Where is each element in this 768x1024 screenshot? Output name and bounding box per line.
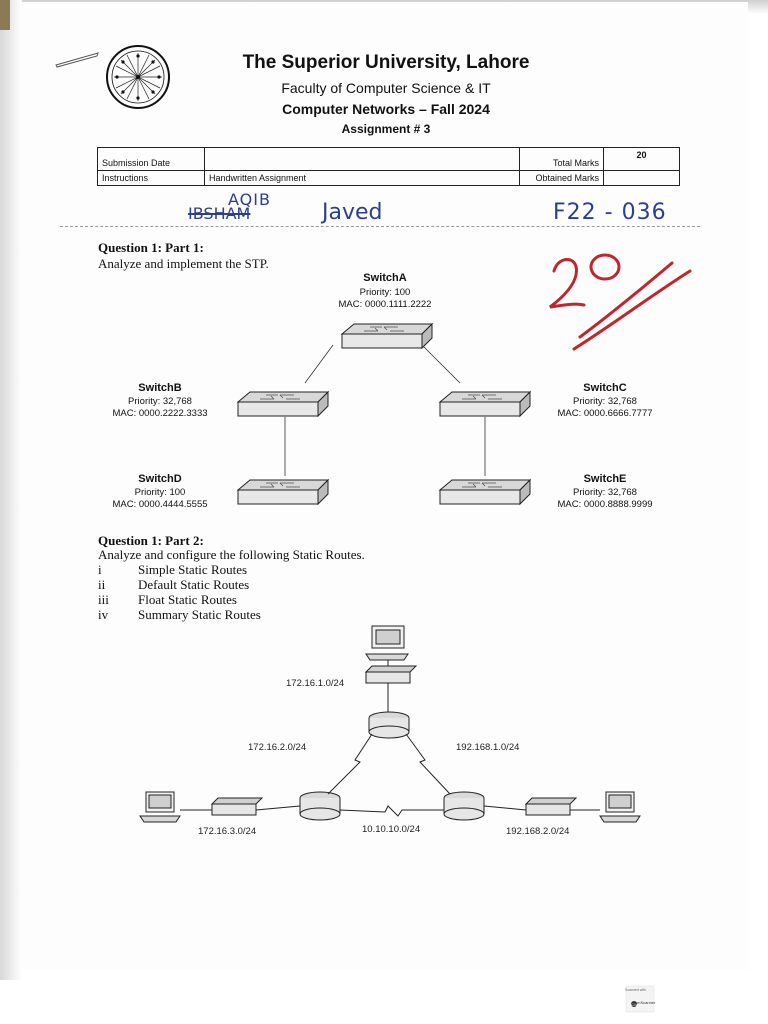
- switch-b-mac: MAC: 0000.2222.3333: [112, 408, 208, 419]
- question-1-part-2-heading: Question 1: Part 2:: [98, 533, 204, 548]
- serial-link-left: [327, 733, 373, 795]
- switch-e-mac: MAC: 0000.8888.9999: [557, 499, 653, 510]
- switch-left-icon: [210, 797, 264, 805]
- list-item-number: i: [98, 562, 102, 577]
- network-label-top: 172.16.1.0/24: [286, 678, 345, 689]
- faculty-name: Faculty of Computer Science & IT: [281, 80, 491, 96]
- switch-a-mac: MAC: 0000.1111.2222: [338, 299, 432, 310]
- question-1-part-2-text: Analyze and configure the following Stat…: [98, 547, 365, 562]
- switch-b-priority: Priority: 32,768: [128, 396, 192, 407]
- camscanner-logo: CS: [625, 985, 655, 1013]
- handwritten-roll-number: F22 - 036: [553, 200, 667, 225]
- info-table: Submission Date Total Marks 20 Instructi…: [97, 147, 680, 186]
- scan-edge-left: [0, 0, 22, 980]
- switch-a-name: SwitchA: [363, 272, 407, 284]
- switch-d-priority: Priority: 100: [134, 487, 186, 498]
- assignment-title: Assignment # 3: [341, 122, 431, 136]
- switch-e-name: SwitchE: [583, 473, 627, 485]
- instructions-label: Instructions: [97, 170, 205, 186]
- switch-right-icon: [524, 797, 578, 805]
- list-item-label: Default Static Routes: [138, 577, 250, 592]
- question-1-part-1-heading: Question 1: Part 1:: [98, 240, 204, 255]
- course-title: Computer Networks – Fall 2024: [282, 101, 490, 117]
- university-logo: [106, 45, 170, 109]
- link-a-b: [304, 344, 334, 384]
- list-item-label: Simple Static Routes: [138, 562, 248, 577]
- signature-line: [60, 226, 700, 227]
- serial-link-right: [405, 733, 451, 795]
- network-label-left-lan: 172.16.3.0/24: [198, 826, 257, 837]
- network-label-left-wan: 172.16.2.0/24: [248, 742, 307, 753]
- switch-b-name: SwitchB: [138, 382, 182, 394]
- switch-top-icon: [364, 665, 418, 673]
- list-item-number: iii: [98, 592, 109, 607]
- handwritten-surname: Javed: [322, 200, 383, 225]
- total-marks-value: 20: [603, 147, 680, 171]
- handwritten-name-correction: AQIB: [228, 190, 271, 209]
- list-item-number: iv: [98, 607, 109, 622]
- handwritten-score: [549, 253, 692, 351]
- list-item-number: ii: [98, 577, 106, 592]
- switch-d-name: SwitchD: [138, 473, 182, 485]
- table-row: Instructions Handwritten Assignment Obta…: [97, 170, 680, 186]
- total-marks-label: Total Marks: [519, 147, 604, 171]
- switch-c-mac: MAC: 0000.6666.7777: [557, 408, 653, 419]
- question-1-part-1-text: Analyze and implement the STP.: [98, 256, 269, 271]
- svg-text:CS: CS: [631, 1002, 637, 1007]
- switch-c-priority: Priority: 32,768: [573, 396, 637, 407]
- switch-d-mac: MAC: 0000.4444.5555: [112, 499, 208, 510]
- page-corner: [0, 0, 10, 30]
- switch-e-priority: Priority: 32,768: [573, 487, 637, 498]
- link-a-c: [421, 344, 461, 384]
- switch-c-name: SwitchC: [583, 382, 627, 394]
- list-item-label: Float Static Routes: [138, 592, 237, 607]
- network-label-right-lan: 192.168.2.0/24: [506, 826, 570, 837]
- pen-mark: [55, 52, 99, 68]
- instructions-value: Handwritten Assignment: [204, 170, 520, 186]
- network-label-right-wan: 192.168.1.0/24: [456, 742, 520, 753]
- serial-link-bottom: [339, 805, 444, 817]
- network-label-bottom-wan: 10.10.10.0/24: [362, 824, 421, 835]
- obtained-marks-value: [603, 170, 680, 186]
- switch-a-priority: Priority: 100: [359, 287, 411, 298]
- scanner-brand: CamScanner: [632, 1000, 656, 1005]
- scanner-caption: Scanned with: [625, 988, 647, 992]
- university-title: The Superior University, Lahore: [242, 52, 530, 73]
- handwritten-struck-name: IBSHAM: [188, 204, 251, 223]
- list-item-label: Summary Static Routes: [138, 607, 261, 622]
